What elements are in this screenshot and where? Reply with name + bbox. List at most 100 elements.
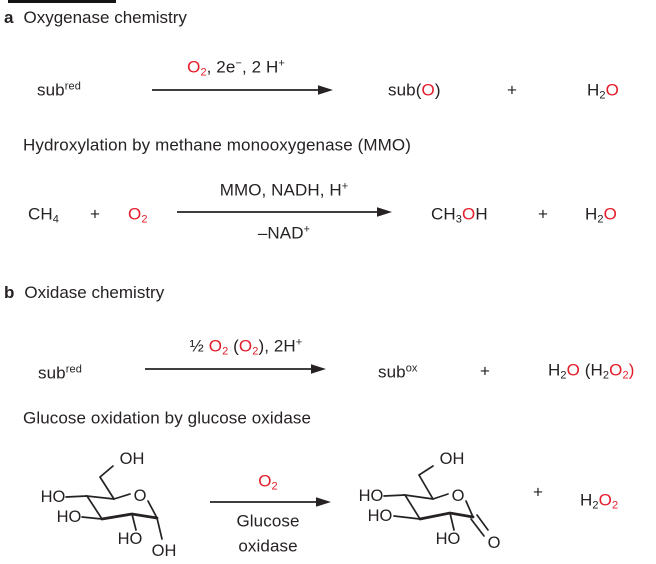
crop-artifact bbox=[8, 0, 116, 3]
mmo-caption: Hydroxylation by methane monooxygenase (… bbox=[23, 135, 412, 155]
r3-reactant-base: sub bbox=[38, 363, 66, 383]
r1-paren-close: ) bbox=[434, 80, 441, 100]
r4-peroxide-h: H bbox=[580, 490, 593, 510]
atom-label-ch2oh: OH bbox=[120, 450, 145, 468]
arrow-head bbox=[311, 364, 326, 374]
atom-label-ho-c4: HO bbox=[359, 487, 384, 505]
r2-methanol-h: H bbox=[475, 204, 488, 224]
r3-peroxide-paren-close: ) bbox=[628, 360, 635, 380]
carbonyl-double-bond bbox=[476, 514, 489, 531]
carbonyl-double-bond bbox=[470, 518, 485, 537]
bond bbox=[156, 517, 163, 540]
r3-water-peroxide: H2O (H2O2) bbox=[548, 360, 635, 382]
bond bbox=[465, 500, 474, 518]
atom-label-ho-c2: HO bbox=[118, 530, 143, 548]
r2-reaction-arrow bbox=[177, 207, 392, 217]
r2-methanol: CH3OH bbox=[431, 204, 488, 226]
r1-reactant-base: sub bbox=[37, 80, 65, 100]
bond bbox=[131, 513, 137, 531]
glucose-atom-labels: OH O HO HO HO OH bbox=[41, 450, 177, 560]
r3-reactant-superscript: red bbox=[65, 363, 82, 376]
r4-peroxide-sub2: 2 bbox=[611, 499, 619, 512]
r1-reactant-superscript: red bbox=[64, 80, 81, 93]
r3-o2b-subscript: 2 bbox=[252, 345, 259, 358]
panel-a-label: a bbox=[4, 8, 14, 27]
r3-product-subox: subox bbox=[378, 362, 418, 382]
r1-water-h: H bbox=[587, 80, 600, 100]
r2-nad-charge: + bbox=[303, 223, 311, 236]
atom-label-ring-o: O bbox=[452, 487, 465, 505]
bond bbox=[417, 465, 434, 500]
arrow-head bbox=[316, 497, 331, 507]
atom-label-ho-c3: HO bbox=[57, 508, 82, 526]
bond bbox=[113, 493, 131, 500]
r1-paren-open: ( bbox=[415, 80, 422, 100]
r4-reaction-arrow bbox=[210, 497, 331, 507]
r1-water: H2O bbox=[587, 80, 619, 102]
arrow-head bbox=[377, 207, 392, 217]
r1-product-oxygen: O bbox=[421, 80, 435, 100]
r4-o2: O bbox=[258, 471, 272, 491]
bond bbox=[65, 495, 88, 498]
r1-water-o: O bbox=[605, 80, 619, 100]
r2-methane-sub: 4 bbox=[52, 213, 59, 226]
r2-water-h: H bbox=[585, 204, 598, 224]
atom-label-oh-c1: OH bbox=[152, 542, 177, 560]
r2-water-o: O bbox=[603, 204, 617, 224]
r3-arrow-label: ½ O2 (O2), 2H+ bbox=[189, 336, 303, 358]
r3-peroxide-sub2: 2 bbox=[622, 369, 629, 382]
r2-proton-charge: + bbox=[341, 180, 349, 193]
r3-o2a-subscript: 2 bbox=[222, 345, 229, 358]
r3-o2a: O bbox=[208, 336, 223, 356]
atom-label-ring-o: O bbox=[134, 487, 147, 505]
r2-water-sub: 2 bbox=[597, 213, 604, 226]
r3-water-o: O bbox=[566, 360, 580, 380]
r3-reaction-arrow bbox=[145, 364, 326, 374]
bond bbox=[98, 465, 115, 500]
r3-product-base: sub bbox=[378, 362, 406, 382]
r1-label-mid2: , 2 H bbox=[241, 57, 279, 77]
bond bbox=[147, 500, 158, 519]
panel-b-label: b bbox=[4, 283, 15, 302]
r3-peroxide-sub1: 2 bbox=[602, 369, 610, 382]
r2-conditions: MMO, NADH, H bbox=[219, 180, 342, 200]
r2-nad-released: –NAD bbox=[257, 223, 304, 243]
atom-label-ho-c4: HO bbox=[41, 488, 66, 506]
r3-half: ½ bbox=[189, 336, 209, 356]
r1-o2: O bbox=[187, 57, 201, 77]
r1-o2-subscript: 2 bbox=[200, 66, 207, 79]
r2-methanol-c: CH bbox=[431, 204, 456, 224]
r1-label-mid: , 2e bbox=[206, 57, 236, 77]
glucose-structure: OH O HO HO HO OH bbox=[41, 450, 177, 560]
r4-plus-sign: + bbox=[532, 482, 544, 502]
glucose-bonds bbox=[65, 465, 163, 540]
panel-a-header: a Oxygenase chemistry bbox=[4, 8, 187, 28]
atom-label-carbonyl-o: O bbox=[488, 534, 501, 552]
atom-label-ho-c3: HO bbox=[368, 507, 393, 525]
r3-paren-open: ( bbox=[228, 336, 239, 356]
arrow-head bbox=[318, 85, 333, 95]
r2-arrow-label-top: MMO, NADH, H+ bbox=[219, 180, 349, 200]
r3-plus-sign: + bbox=[479, 361, 491, 381]
bond bbox=[393, 515, 421, 520]
panel-a-title: Oxygenase chemistry bbox=[23, 8, 187, 27]
panel-b-header: b Oxidase chemistry bbox=[4, 283, 164, 303]
r2-methane-base: CH bbox=[28, 204, 53, 224]
bond-front-edge bbox=[100, 512, 159, 521]
bond-front-edge bbox=[418, 511, 475, 521]
r3-product-superscript: ox bbox=[405, 362, 418, 375]
r2-plus-sign-1: + bbox=[89, 204, 101, 224]
atom-label-ch2oh: OH bbox=[440, 450, 465, 468]
bond bbox=[85, 494, 115, 520]
r1-product-base: sub bbox=[388, 80, 416, 100]
r1-arrow-label: O2, 2e−, 2 H+ bbox=[187, 57, 285, 79]
r2-methanol-o: O bbox=[461, 204, 476, 224]
r3-label-rest: , 2H bbox=[264, 336, 296, 356]
panel-b-title: Oxidase chemistry bbox=[24, 283, 165, 302]
r2-oxygen: O2 bbox=[128, 206, 148, 226]
gluconolactone-structure: OH O HO HO HO O bbox=[359, 450, 501, 552]
r3-peroxide-paren-open: ( bbox=[579, 360, 591, 380]
atom-label-ho-c2: HO bbox=[436, 530, 461, 548]
r4-o2-subscript: 2 bbox=[271, 480, 278, 493]
